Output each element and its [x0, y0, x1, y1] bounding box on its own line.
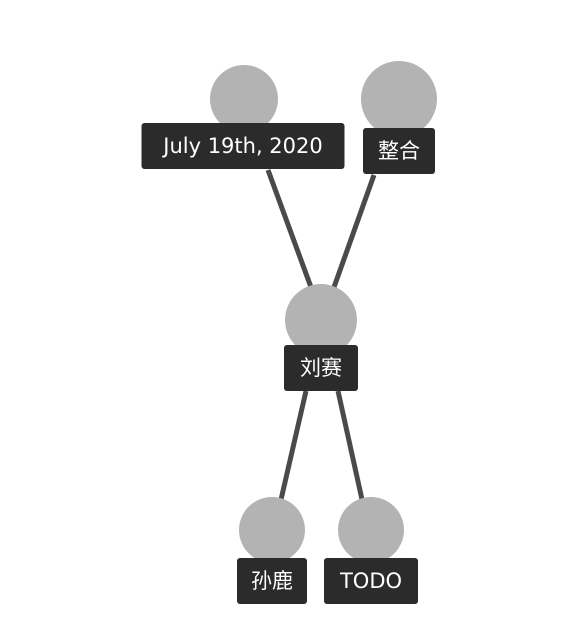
- edges-layer: [265, 169, 377, 505]
- edge-liusai-to-todo: [335, 390, 366, 505]
- node-july-19th-2020[interactable]: July 19th, 2020: [141, 65, 345, 169]
- node-zhenghe[interactable]: 整合: [361, 61, 437, 174]
- node-sunlu[interactable]: 孙鹿: [237, 497, 307, 604]
- node-circle[interactable]: [210, 65, 278, 133]
- node-circle[interactable]: [361, 61, 437, 137]
- node-label: 孙鹿: [251, 569, 293, 593]
- node-todo[interactable]: TODO: [324, 497, 418, 604]
- node-label-background: [284, 345, 358, 391]
- node-label: July 19th, 2020: [161, 134, 323, 158]
- node-label: 刘赛: [300, 356, 342, 380]
- node-label-background: [363, 128, 435, 174]
- node-liusai[interactable]: 刘赛: [284, 284, 358, 391]
- edge-july-19th-2020-to-liusai: [265, 169, 315, 291]
- node-label-background: [324, 558, 418, 604]
- edge-liusai-to-sunlu: [277, 390, 309, 505]
- node-label-background: [141, 123, 345, 169]
- node-label-background: [237, 558, 307, 604]
- node-label: TODO: [339, 569, 402, 593]
- node-circle[interactable]: [285, 284, 357, 356]
- node-circle[interactable]: [239, 497, 305, 563]
- node-circle[interactable]: [338, 497, 404, 563]
- node-label: 整合: [378, 139, 420, 163]
- edge-zhenghe-to-liusai: [330, 174, 377, 291]
